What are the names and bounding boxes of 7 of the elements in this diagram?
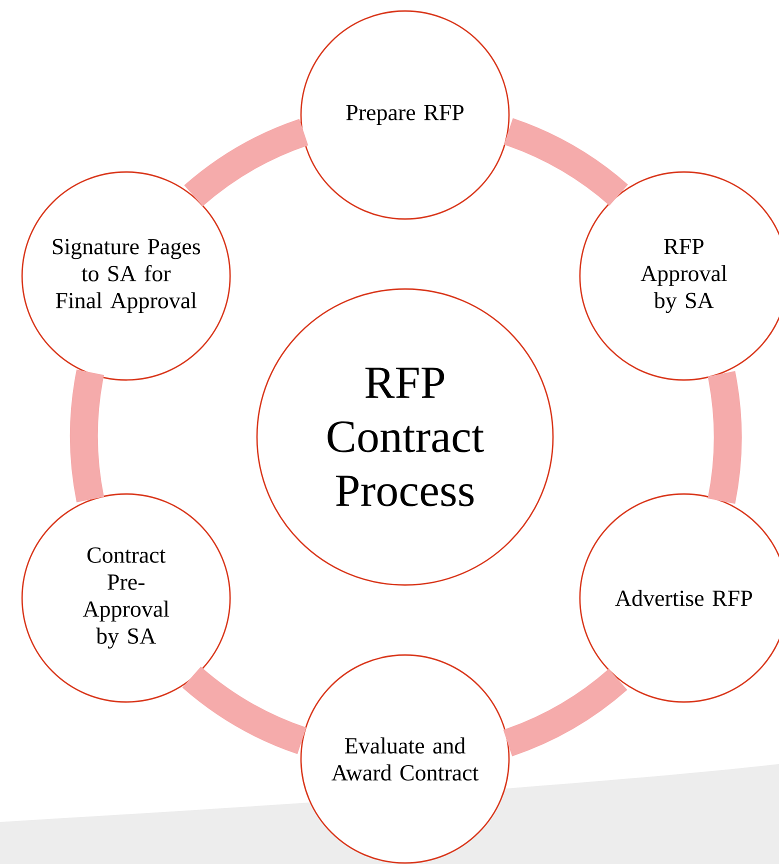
node-label: Evaluate and Award Contract bbox=[332, 737, 479, 781]
ring-segment bbox=[184, 118, 308, 206]
ring-segment bbox=[70, 370, 104, 502]
ring-segment bbox=[503, 668, 628, 756]
ring-segment bbox=[708, 371, 742, 504]
ring-segment bbox=[182, 666, 307, 754]
ring-segment bbox=[504, 118, 628, 206]
